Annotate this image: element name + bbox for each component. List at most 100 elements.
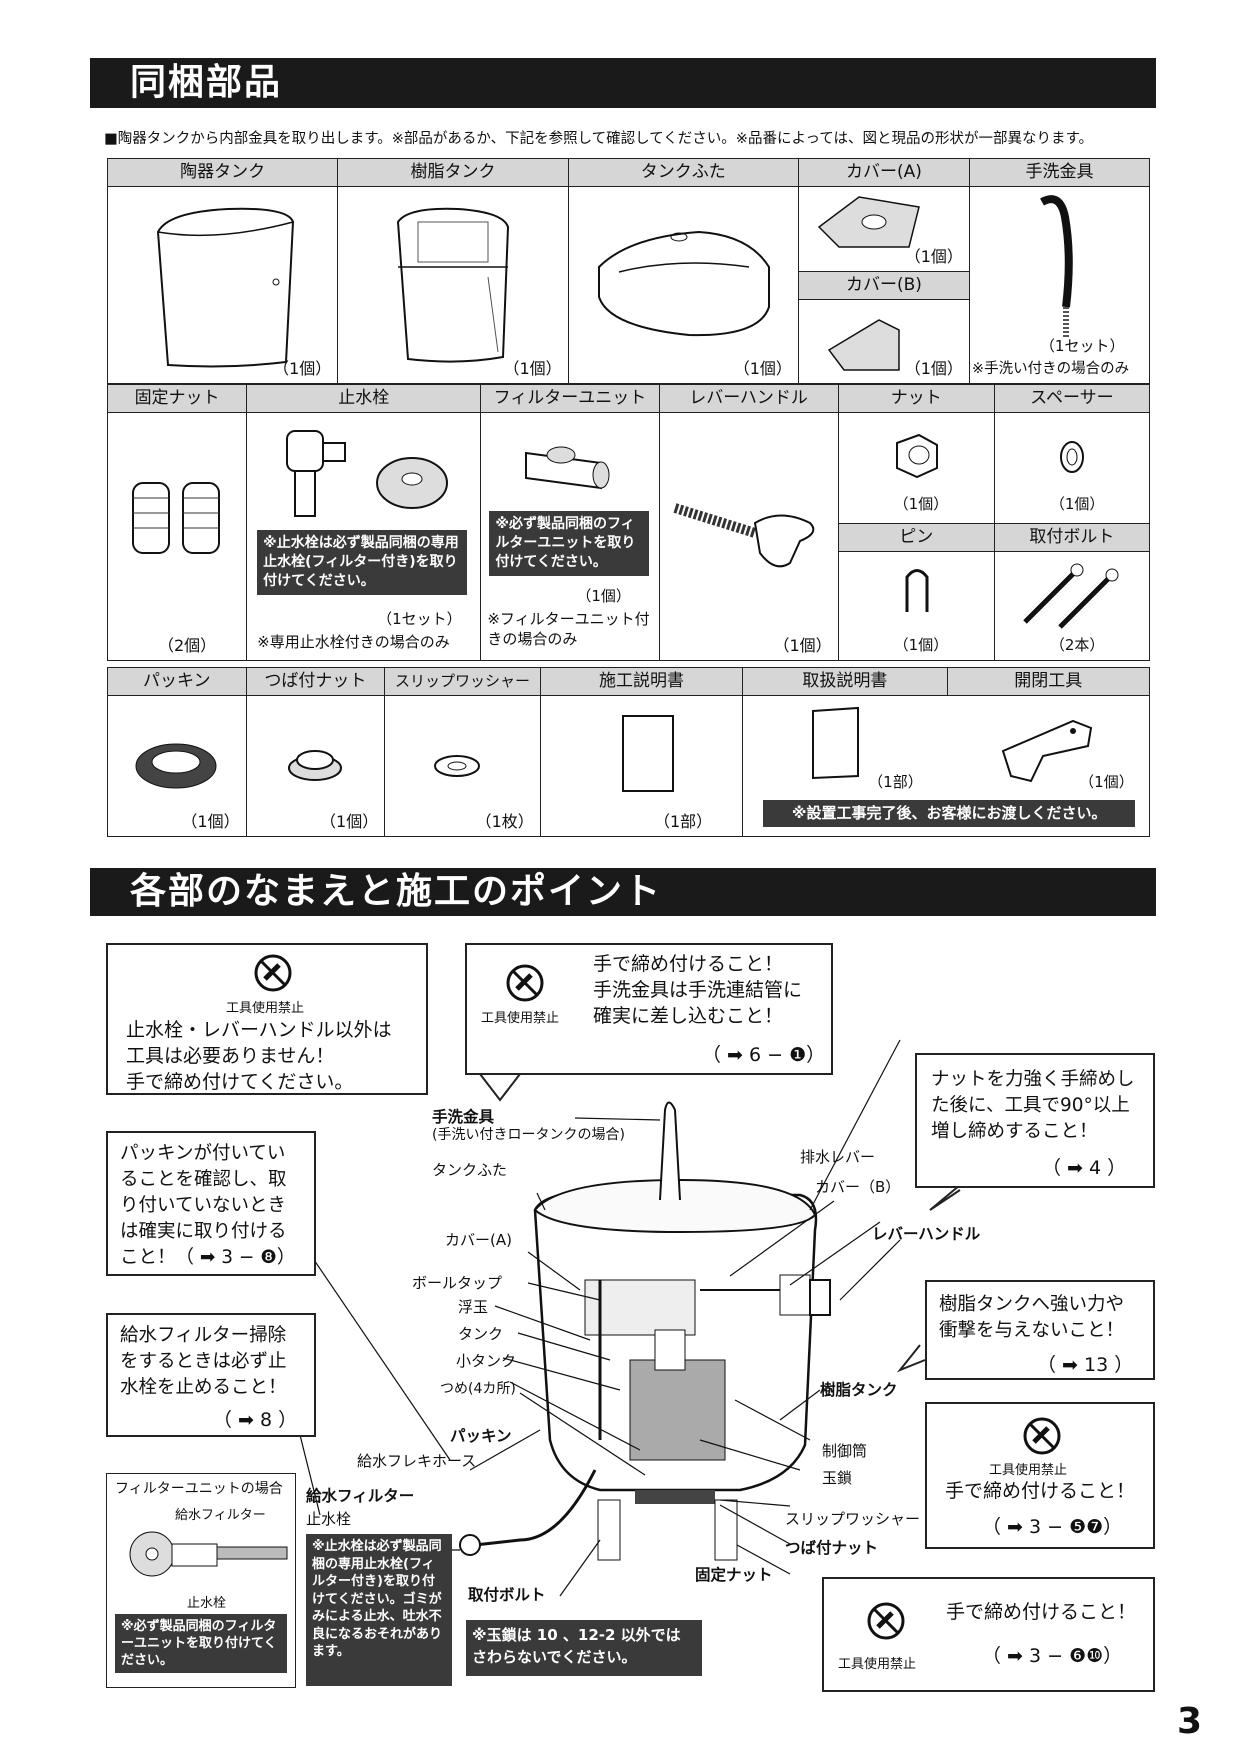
cell-hand-wash: （1セット） ※手洗い付きの場合のみ [968, 186, 1151, 384]
filter-unit-diagram [129, 1531, 288, 1577]
callout-fix-nut: 工具使用禁止 手で締め付けること！ （ ➡ 3 − ❻❿） [822, 1577, 1155, 1692]
label-ball-tap: ボールタップ [412, 1274, 503, 1292]
callout-filter-clean: 給水フィルター掃除 をするときは必ず止 水栓を止めること！ （ ➡ 8 ） [106, 1313, 316, 1437]
callout7-ref: （ ➡ 3 − ❺❼） [982, 1516, 1123, 1538]
count-ceramic-tank: （1個） [273, 359, 332, 378]
parts-table-row1: 陶器タンク 樹脂タンク タンクふた カバー(A) 手洗金具 （1個） （1個） [106, 158, 1151, 384]
header-nut: ナット [837, 384, 995, 413]
bolt-image [1023, 563, 1119, 629]
count-resin-tank: （1個） [503, 359, 562, 378]
warning-stop-valve: ※止水栓は必ず製品同梱の専用止水栓(フィルター付き)を取り付けてください。 [257, 530, 468, 595]
callout7-line1: 手で締め付けること！ [945, 1480, 1136, 1502]
callout6-ref: （ ➡ 13 ） [1037, 1354, 1134, 1376]
callout3-line2: た後に、工具で90°以上 [931, 1095, 1130, 1116]
callout1-line1: 止水栓・レバーハンドル以外は [126, 1019, 392, 1041]
flange-nut-image [287, 750, 342, 781]
chain-warning: ※玉鎖は 10 、12-2 以外では さわらないでください。 [466, 1620, 702, 1676]
header-install-manual: 施工説明書 [539, 667, 744, 696]
count-install-manual: （1部） [653, 812, 713, 831]
header-fix-nut: 固定ナット [106, 384, 248, 413]
cell-user-manual-and-tool: （1部） （1個） ※設置工事完了後、お客様にお渡しください。 [742, 695, 1150, 837]
install-manual-image [621, 715, 674, 792]
header-cover-b: カバー(B) [798, 271, 969, 300]
no-tool-label: 工具使用禁止 [481, 1011, 560, 1026]
header-packing: パッキン [107, 667, 247, 696]
callout-hand-wash: 工具使用禁止 手で締め付けること！ 手洗金具は手洗連結管に 確実に差し込むこと！… [465, 943, 833, 1075]
stop-valve-image [286, 430, 449, 517]
page-number: 3 [1176, 1701, 1202, 1742]
cell-install-manual: （1部） [539, 695, 744, 837]
cover-a-area: （1個） [799, 187, 969, 271]
cover-b-area: （1個） [799, 300, 969, 383]
no-tool-label: 工具使用禁止 [838, 1657, 917, 1672]
callout1-line2: 工具は必要ありません！ [126, 1045, 335, 1067]
no-tool-label: 工具使用禁止 [226, 1001, 305, 1016]
filter-unit-case: フィルターユニットの場合 給水フィルター 止水栓 ※必ず製品同梱のフィルターユニ… [106, 1473, 296, 1688]
header-tank-lid: タンクふた [567, 158, 799, 187]
tank-lid-image [597, 230, 770, 337]
user-manual-image [812, 706, 1093, 783]
note-filter-unit: ※フィルターユニット付きの場合のみ [487, 610, 650, 648]
no-tool-icon [506, 964, 544, 1002]
cell-bolt: （2本） [993, 551, 1151, 661]
callout4-line1: パッキンが付いてい [120, 1143, 286, 1164]
cover-a-image [817, 196, 920, 248]
note-hand-wash: ※手洗い付きの場合のみ [971, 361, 1130, 377]
parts-table-row2: 固定ナット 止水栓 フィルターユニット レバーハンドル ナット スペーサー （2… [106, 384, 1151, 661]
cell-lever-handle: （1個） [658, 412, 839, 661]
count-spacer: （1個） [1049, 495, 1105, 513]
count-user-manual: （1部） [868, 773, 923, 791]
label-drain-lever: 排水レバー [800, 1148, 876, 1166]
cell-tank-lid: （1個） [567, 186, 799, 384]
note-stop-valve: ※専用止水栓付きの場合のみ [257, 633, 450, 651]
header-resin-tank: 樹脂タンク [337, 158, 569, 187]
count-stop-valve: （1セット） [377, 610, 462, 628]
label-cover-a: カバー(A) [445, 1231, 512, 1249]
label-control-tube: 制御筒 [822, 1442, 868, 1460]
spacer-image [1059, 441, 1084, 473]
label-hand-wash-sub: (手洗い付きロータンクの場合) [432, 1127, 625, 1143]
label-resin-tank: 樹脂タンク [820, 1381, 898, 1399]
callout6-line2: 衝撃を与えないこと！ [939, 1320, 1125, 1341]
label-tank: タンク [458, 1325, 504, 1343]
label-tank-lid: タンクふた [432, 1161, 508, 1179]
cell-fix-nut: （2個） [106, 412, 248, 661]
count-tank-lid: （1個） [733, 359, 792, 378]
header-ceramic-tank: 陶器タンク [106, 158, 339, 187]
label-lever-handle: レバーハンドル [872, 1225, 981, 1243]
callout4-line5: こと！（ ➡ 3 − ❽） [120, 1247, 296, 1268]
label-cover-b: カバー（B） [815, 1178, 901, 1196]
no-tool-icon [867, 1602, 905, 1640]
cell-packing: （1個） [107, 695, 247, 837]
filter-case-label-filter: 給水フィルター [175, 1508, 266, 1523]
callout4-line2: ることを確認し、取 [120, 1169, 287, 1190]
section-title-names: 各部のなまえと施工のポイント [90, 868, 1156, 916]
count-cover-b: （1個） [904, 359, 963, 378]
callout-flange-nut: 工具使用禁止 手で締め付けること！ （ ➡ 3 − ❺❼） [925, 1402, 1155, 1549]
header-bolt: 取付ボルト [993, 523, 1151, 552]
header-pin: ピン [837, 523, 995, 552]
resin-tank-image [397, 207, 510, 363]
label-stop-valve: 止水栓 [306, 1510, 352, 1528]
header-cover-a: カバー(A) [797, 158, 970, 187]
parts-intro: ■陶器タンクから内部金具を取り出します。※部品があるか、下記を参照して確認してく… [104, 131, 1094, 147]
no-tool-icon [254, 954, 292, 992]
cell-spacer: （1個） [993, 412, 1151, 524]
callout8-ref: （ ➡ 3 − ❻❿） [982, 1645, 1123, 1667]
cover-b-image [827, 319, 900, 371]
header-slip-washer: スリップワッシャー [384, 667, 541, 696]
no-tool-icon [1023, 1417, 1061, 1455]
label-slip-washer: スリップワッシャー [785, 1510, 921, 1528]
label-water-filter: 給水フィルター [306, 1487, 415, 1505]
callout2-line3: 確実に差し込むこと！ [593, 1005, 784, 1027]
count-packing: （1個） [181, 812, 240, 831]
cell-stop-valve: ※止水栓は必ず製品同梱の専用止水栓(フィルター付き)を取り付けてください。 （1… [246, 412, 482, 661]
callout1-line3: 手で締め付けてください。 [126, 1071, 354, 1093]
stopvalve-warning: ※止水栓は必ず製品同梱の専用止水栓(フィルター付き)を取り付けてください。ゴミが… [306, 1534, 452, 1686]
handover-note: ※設置工事完了後、お客様にお渡しください。 [763, 800, 1136, 827]
filter-unit-image [525, 446, 610, 490]
callout5-line2: をするときは必ず止 [120, 1351, 287, 1372]
pin-image [905, 569, 929, 612]
label-hose: 給水フレキホース [357, 1452, 477, 1470]
callout5-line3: 水栓を止めること！ [120, 1377, 287, 1398]
